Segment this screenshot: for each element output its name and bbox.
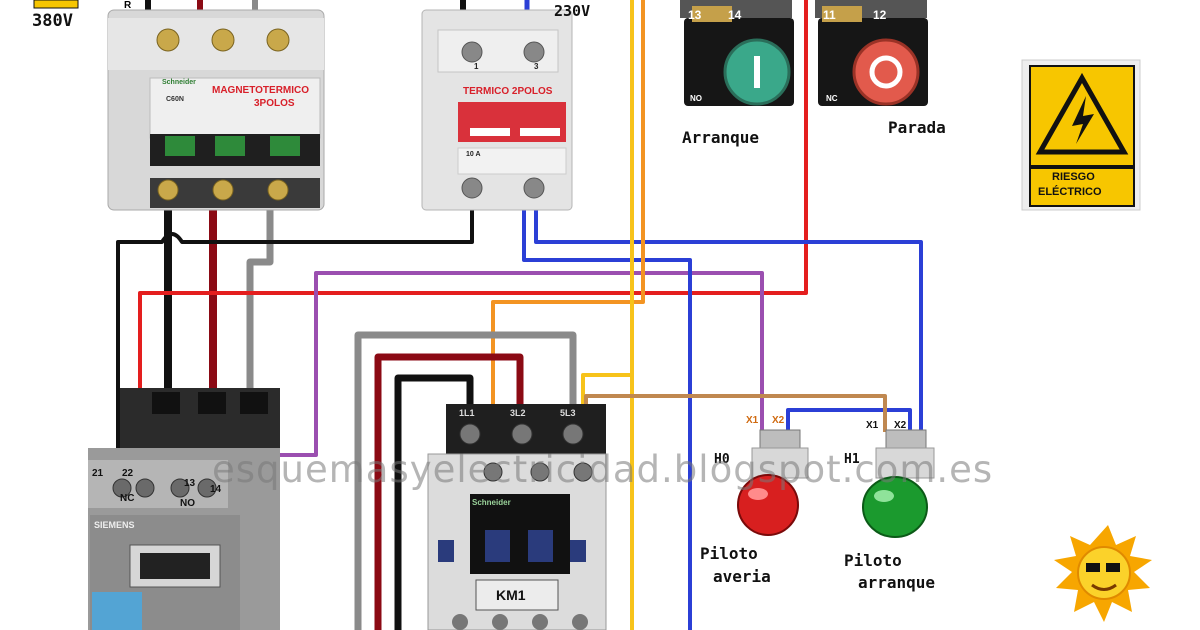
stop-terminal-11: 11: [823, 8, 836, 22]
start-contact-no: NO: [690, 94, 702, 103]
start-terminal-14: 14: [728, 8, 742, 22]
warning-line-1: RIESGO: [1052, 171, 1095, 183]
control-black-wire: [116, 205, 474, 475]
phase-r-label: R: [124, 0, 132, 11]
stop-push-button: [815, 0, 928, 106]
screw-icon: [211, 28, 235, 52]
neutral-blue-wire-a: [534, 205, 923, 432]
pilot-start-label-2: arranque: [858, 573, 936, 592]
contactor-terminal-1l1: 1L1: [459, 408, 475, 418]
pilot-fault-x1: X1: [746, 415, 759, 426]
warning-line-2: ELÉCTRICO: [1038, 186, 1102, 198]
breaker-title: MAGNETOTERMICO: [212, 85, 310, 96]
contactor-terminal-5l3: 5L3: [560, 408, 576, 418]
pilot-start-label-1: Piloto: [844, 551, 902, 570]
thermal-2pole: [421, 9, 573, 211]
pilot-start-id: H1: [844, 452, 860, 467]
thermal-overload-relay: [88, 388, 280, 630]
warning-sign: [1021, 59, 1141, 211]
pilot-start-x1: X1: [866, 420, 879, 431]
stop-button-label: Parada: [888, 118, 946, 137]
thermal-title: TERMICO 2POLOS: [463, 86, 553, 97]
voltage-icon: [33, 0, 79, 9]
start-push-button: [680, 0, 794, 106]
magnetothermic-breaker: [107, 9, 325, 211]
contactor-terminal-3l2: 3L2: [510, 408, 526, 418]
contactor-red-wire: [374, 353, 524, 630]
start-terminal-13: 13: [688, 8, 702, 22]
breaker-subtitle: 3POLOS: [254, 98, 295, 109]
contactor-label: KM1: [496, 587, 526, 603]
breaker-brand: Schneider: [162, 79, 196, 86]
relay-terminal-21: 21: [92, 468, 104, 479]
neutral-blue-wire-b: [522, 205, 692, 630]
pilot-fault-label-1: Piloto: [700, 544, 758, 563]
control-red-wire: [138, 0, 808, 478]
pilot-light-start: [862, 429, 935, 538]
pilot-fault-x2: X2: [772, 415, 785, 426]
relay-no-label: NO: [180, 498, 195, 509]
thermal-rating: 10 A: [466, 151, 481, 158]
relay-terminal-22: 22: [122, 468, 134, 479]
phase-grey-wire: [246, 205, 274, 395]
relay-brand: SIEMENS: [94, 520, 135, 530]
start-button-label: Arranque: [682, 128, 760, 147]
pilot-fault-id: H0: [714, 452, 730, 467]
sun-mascot-icon: [1054, 525, 1152, 622]
stop-contact-nc: NC: [826, 94, 838, 103]
screw-icon: [266, 28, 290, 52]
breaker-model: C60N: [166, 96, 184, 103]
relay-terminal-14: 14: [210, 484, 222, 495]
contactor-brand: Schneider: [472, 498, 511, 507]
contactor-black-wire: [394, 374, 474, 630]
contactor-grey-wire: [354, 331, 577, 630]
pilot-light-fault: [737, 429, 809, 536]
relay-nc-label: NC: [120, 493, 135, 504]
stop-terminal-12: 12: [873, 8, 887, 22]
thermal-terminal-3: 3: [534, 62, 539, 71]
pilot-fault-label-2: averia: [713, 567, 771, 586]
voltage-230-label: 230V: [554, 2, 591, 20]
pilot-start-x2: X2: [894, 420, 907, 431]
relay-terminal-13: 13: [184, 478, 196, 489]
neutral-blue-wire-c: [786, 408, 912, 432]
watermark-url: esquemasyelectricidad.blogspot.com.es: [212, 448, 994, 491]
red-button-icon[interactable]: [852, 38, 920, 106]
thermal-terminal-1: 1: [474, 62, 479, 71]
contactor-km1: [427, 404, 607, 630]
voltage-380-label: 380V: [32, 11, 73, 31]
control-orange-wire: [491, 0, 645, 460]
lightning-icon: [1072, 96, 1094, 144]
screw-icon: [156, 28, 180, 52]
